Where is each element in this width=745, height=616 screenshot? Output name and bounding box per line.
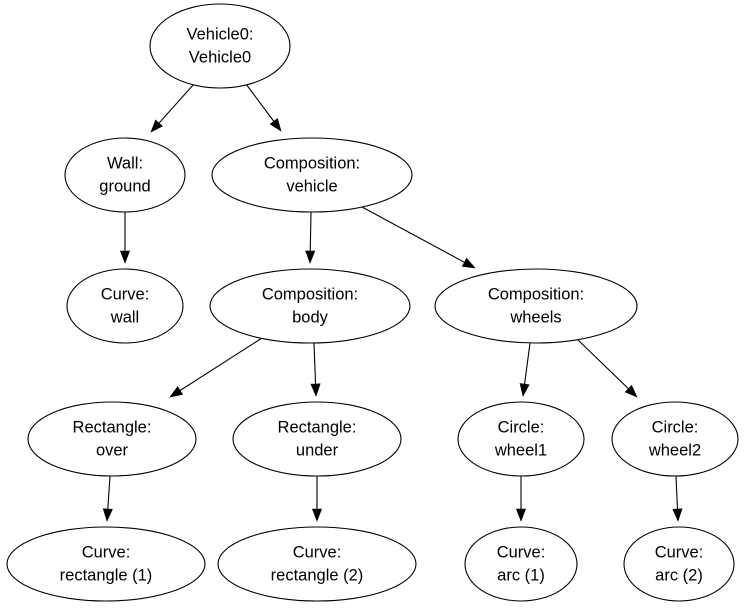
node-label-line1: Circle: <box>652 418 699 436</box>
graph-edge <box>102 475 113 522</box>
node-label-line2: arc (2) <box>655 566 703 584</box>
graph-edge <box>310 342 321 397</box>
node-ellipse[interactable] <box>149 3 291 89</box>
edge-arrowhead-icon <box>119 250 131 264</box>
node-label-line1: Wall: <box>107 154 143 172</box>
node-label-line2: vehicle <box>286 177 337 195</box>
edge-arrowhead-icon <box>269 118 282 132</box>
edge-line <box>179 337 263 391</box>
edge-arrowhead-icon <box>169 386 184 398</box>
node-label-line1: Composition: <box>264 154 360 172</box>
node-ellipse[interactable] <box>211 137 413 213</box>
graph-node-curve-arc-1[interactable]: Curve: arc (1) <box>464 526 578 602</box>
node-label-line2: wheel1 <box>494 441 547 459</box>
node-ellipse[interactable] <box>464 526 578 602</box>
graph-edge <box>515 476 527 522</box>
node-label-line2: body <box>292 308 329 326</box>
node-label-line2: rectangle (1) <box>60 566 153 584</box>
graph-node-rectangle-under[interactable]: Rectangle: under <box>232 401 402 477</box>
edge-line <box>245 83 275 122</box>
edge-line <box>309 211 312 252</box>
edge-arrowhead-icon <box>624 384 638 398</box>
node-ellipse[interactable] <box>611 401 739 477</box>
graph-node-composition-vehicle[interactable]: Composition: vehicle <box>211 137 413 213</box>
edge-line <box>107 475 111 510</box>
graph-edge <box>305 211 316 264</box>
node-label-line1: Rectangle: <box>73 418 152 436</box>
node-ellipse[interactable] <box>457 401 585 477</box>
edge-line <box>675 475 679 510</box>
node-label-line2: wheel2 <box>648 441 701 459</box>
node-ellipse[interactable] <box>209 268 411 344</box>
graph-edge <box>361 206 476 269</box>
node-label-line1: Curve: <box>82 543 131 561</box>
edge-arrowhead-icon <box>672 508 683 522</box>
node-label-line2: wheels <box>509 308 561 326</box>
node-label-line2: rectangle (2) <box>271 566 364 584</box>
node-ellipse[interactable] <box>64 137 186 213</box>
node-ellipse[interactable] <box>6 526 206 602</box>
node-label-line2: wall <box>110 308 139 326</box>
graph-node-rectangle-over[interactable]: Rectangle: over <box>27 401 197 477</box>
graph-node-composition-wheels[interactable]: Composition: wheels <box>434 268 638 344</box>
node-ellipse[interactable] <box>66 268 184 344</box>
edge-arrowhead-icon <box>461 257 476 269</box>
node-label-line2: arc (1) <box>497 566 545 584</box>
node-label-line1: Curve: <box>293 543 342 561</box>
graph-edge <box>311 476 323 522</box>
node-label-line1: Vehicle0: <box>187 25 254 43</box>
graph-node-curve-rectangle-2[interactable]: Curve: rectangle (2) <box>217 526 417 602</box>
node-ellipse[interactable] <box>623 526 735 602</box>
edge-line <box>524 342 531 385</box>
node-label-line1: Composition: <box>262 285 358 303</box>
node-label-line1: Rectangle: <box>278 418 357 436</box>
node-label-line2: ground <box>99 177 150 195</box>
graph-edge <box>119 212 131 264</box>
edge-arrowhead-icon <box>519 383 530 397</box>
node-label-line1: Circle: <box>498 418 545 436</box>
node-label-line2: over <box>96 441 129 459</box>
graph-node-circle-wheel2[interactable]: Circle: wheel2 <box>611 401 739 477</box>
edge-arrowhead-icon <box>311 508 323 522</box>
graph-node-composition-body[interactable]: Composition: body <box>209 268 411 344</box>
edge-line <box>361 206 465 263</box>
node-ellipse[interactable] <box>434 268 638 344</box>
edge-line <box>575 337 629 390</box>
node-ellipse[interactable] <box>27 401 197 477</box>
edge-arrowhead-icon <box>310 383 321 397</box>
graph-edge <box>575 337 638 398</box>
graph-edge <box>672 475 683 522</box>
edge-arrowhead-icon <box>150 119 163 133</box>
graph-edge <box>519 342 531 397</box>
node-ellipse[interactable] <box>232 401 402 477</box>
edges-layer <box>102 83 683 522</box>
node-label-line2: under <box>296 441 339 459</box>
graph-node-curve-wall[interactable]: Curve: wall <box>66 268 184 344</box>
graph-node-wall-ground[interactable]: Wall: ground <box>64 137 186 213</box>
graph-edge <box>169 337 263 398</box>
node-label-line2: Vehicle0 <box>189 48 251 66</box>
graph-node-curve-rectangle-1[interactable]: Curve: rectangle (1) <box>6 526 206 602</box>
node-label-line1: Curve: <box>655 543 704 561</box>
node-label-line1: Composition: <box>488 285 584 303</box>
graph-node-vehicle0[interactable]: Vehicle0: Vehicle0 <box>149 3 291 89</box>
graph-edge <box>245 83 282 132</box>
graph-edge <box>150 83 195 133</box>
graph-node-curve-arc-2[interactable]: Curve: arc (2) <box>623 526 735 602</box>
edge-arrowhead-icon <box>305 250 316 264</box>
node-label-line1: Curve: <box>101 285 150 303</box>
edge-arrowhead-icon <box>515 508 527 522</box>
edge-line <box>313 342 317 385</box>
edge-arrowhead-icon <box>102 508 113 522</box>
graph-node-circle-wheel1[interactable]: Circle: wheel1 <box>457 401 585 477</box>
node-ellipse[interactable] <box>217 526 417 602</box>
edge-line <box>158 83 195 124</box>
node-label-line1: Curve: <box>497 543 546 561</box>
nodes-layer: Vehicle0:Vehicle0Wall:groundComposition:… <box>6 3 739 602</box>
